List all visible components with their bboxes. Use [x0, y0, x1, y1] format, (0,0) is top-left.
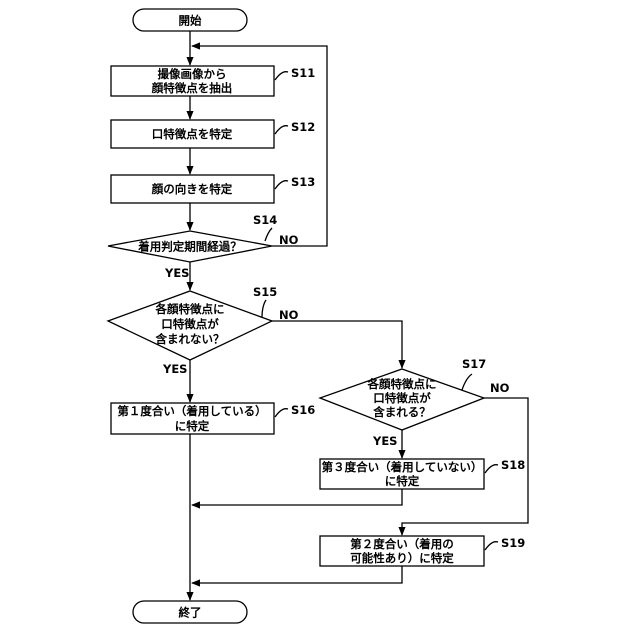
- start-terminal: 開始: [133, 9, 247, 31]
- s14-label-leader: [265, 228, 272, 241]
- s11-step-label: S11: [291, 66, 315, 80]
- s19-step-label: S19: [501, 536, 525, 550]
- s19-label-leader: [485, 542, 498, 550]
- decision-s15: 各顔特徴点に 口特徴点が 含まれない？ S15 NO YES: [108, 285, 299, 376]
- s15-yes-label: YES: [162, 362, 187, 376]
- s13-text: 顔の向きを特定: [151, 182, 233, 196]
- s14-no-label: NO: [279, 233, 299, 247]
- process-s19: 第２度合い（着用の 可能性あり）に特定 S19: [320, 536, 525, 566]
- s16-step-label: S16: [291, 403, 315, 417]
- s19-text-line-2: 可能性あり）に特定: [350, 551, 454, 565]
- process-s12: 口特徴点を特定 S12: [111, 120, 315, 148]
- s11-label-leader: [275, 72, 288, 80]
- process-s11: 撮像画像から 顔特徴点を抽出 S11: [111, 66, 315, 96]
- s18-text-line-2: に特定: [385, 474, 420, 488]
- s19-text-line-1: 第２度合い（着用の: [350, 537, 454, 551]
- s18-label-leader: [485, 465, 498, 473]
- s14-step-label: S14: [253, 213, 277, 227]
- s15-text-line-2: 口特徴点が: [161, 317, 219, 331]
- s12-label-leader: [275, 126, 288, 134]
- arrow-s18-merge: [192, 489, 402, 505]
- s18-step-label: S18: [501, 458, 525, 472]
- s11-text-line-1: 撮像画像から: [158, 67, 227, 81]
- s16-label-leader: [275, 409, 288, 417]
- s17-text-line-2: 口特徴点が: [373, 391, 431, 405]
- s16-text-line-1: 第１度合い（着用している）: [117, 404, 266, 418]
- s12-text: 口特徴点を特定: [152, 127, 233, 141]
- s11-text-line-2: 顔特徴点を抽出: [151, 81, 233, 95]
- s17-text-line-1: 各顔特徴点に: [367, 377, 437, 391]
- decision-s17: 各顔特徴点に 口特徴点が 含まれる？ S17 NO YES: [320, 357, 510, 448]
- s16-text-line-2: に特定: [175, 419, 210, 433]
- s15-text-line-1: 各顔特徴点に: [155, 302, 225, 316]
- s15-label-leader: [262, 300, 266, 318]
- s17-text-line-3: 含まれる？: [372, 405, 431, 419]
- arrow-s19-merge: [192, 566, 402, 583]
- s17-step-label: S17: [462, 357, 486, 371]
- s14-text: 着用判定期間経過？: [137, 240, 242, 254]
- process-s18: 第３度合い（着用していない） に特定 S18: [320, 458, 525, 489]
- process-s16: 第１度合い（着用している） に特定 S16: [111, 403, 315, 434]
- s13-label-leader: [275, 181, 288, 189]
- arrow-s15-no-s17: [272, 321, 402, 368]
- s14-yes-label: YES: [164, 266, 189, 280]
- start-label: 開始: [179, 14, 202, 28]
- s17-yes-label: YES: [372, 434, 397, 448]
- decision-s14: 着用判定期間経過？ S14 NO YES: [108, 213, 299, 280]
- s17-no-label: NO: [490, 381, 510, 395]
- s17-label-leader: [462, 374, 472, 390]
- s12-step-label: S12: [291, 120, 315, 134]
- s13-step-label: S13: [291, 175, 315, 189]
- s15-step-label: S15: [253, 285, 277, 299]
- end-label: 終了: [179, 606, 202, 620]
- s15-text-line-3: 含まれない？: [155, 332, 225, 346]
- process-s13: 顔の向きを特定 S13: [111, 175, 315, 203]
- end-terminal: 終了: [133, 601, 247, 623]
- s18-text-line-1: 第３度合い（着用していない）: [322, 460, 483, 474]
- s15-no-label: NO: [279, 308, 299, 322]
